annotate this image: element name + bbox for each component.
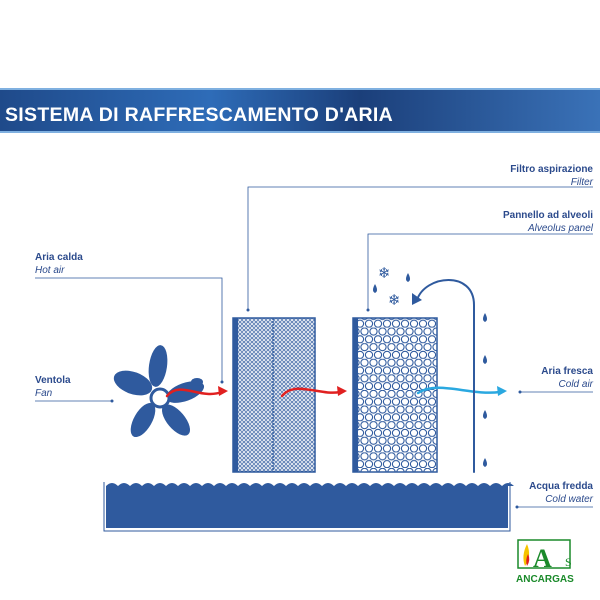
label-en: Fan <box>35 388 53 399</box>
cold-air-arrow <box>416 386 502 395</box>
label-en: Filter <box>570 177 593 188</box>
page-title: SISTEMA DI RAFFRESCAMENTO D'ARIA <box>5 104 393 126</box>
label-it: Acqua fredda <box>529 481 593 492</box>
hot-air-arrow-2 <box>280 387 342 398</box>
water-recirculation-arrow <box>416 279 475 473</box>
label-alveolus: Pannello ad alveoli Alveolus panel <box>503 209 593 235</box>
leader-lines <box>35 186 593 508</box>
label-it: Aria calda <box>35 252 83 263</box>
label-it: Filtro aspirazione <box>510 164 593 175</box>
label-hot-air: Aria calda Hot air <box>35 251 83 277</box>
svg-text:ANCARGAS: ANCARGAS <box>516 574 574 585</box>
label-en: Hot air <box>35 265 65 276</box>
water-drop-icons <box>373 273 487 467</box>
label-it: Pannello ad alveoli <box>502 210 593 221</box>
fan-icon <box>113 345 205 438</box>
label-fan: Ventola Fan <box>35 374 71 400</box>
water-tank <box>103 482 514 532</box>
label-cold-water: Acqua fredda Cold water <box>529 480 593 506</box>
label-en: Cold water <box>545 494 593 505</box>
svg-text:S: S <box>565 555 572 569</box>
label-it: Ventola <box>35 375 71 386</box>
label-cold-air: Aria fresca Cold air <box>541 365 593 391</box>
hot-air-arrow <box>165 388 224 398</box>
svg-text:A: A <box>533 544 552 573</box>
snowflake-icon: ❄ <box>378 264 391 282</box>
filter-panel <box>232 317 316 473</box>
label-it: Aria fresca <box>541 366 593 377</box>
label-en: Alveolus panel <box>527 223 593 234</box>
alveolus-panel <box>352 317 438 473</box>
ancargas-logo: A S ANCARGAS <box>516 539 574 585</box>
label-en: Cold air <box>558 379 593 390</box>
snowflake-icon: ❄ <box>388 291 401 309</box>
title-banner <box>0 88 600 133</box>
label-filter: Filtro aspirazione Filter <box>510 163 593 189</box>
